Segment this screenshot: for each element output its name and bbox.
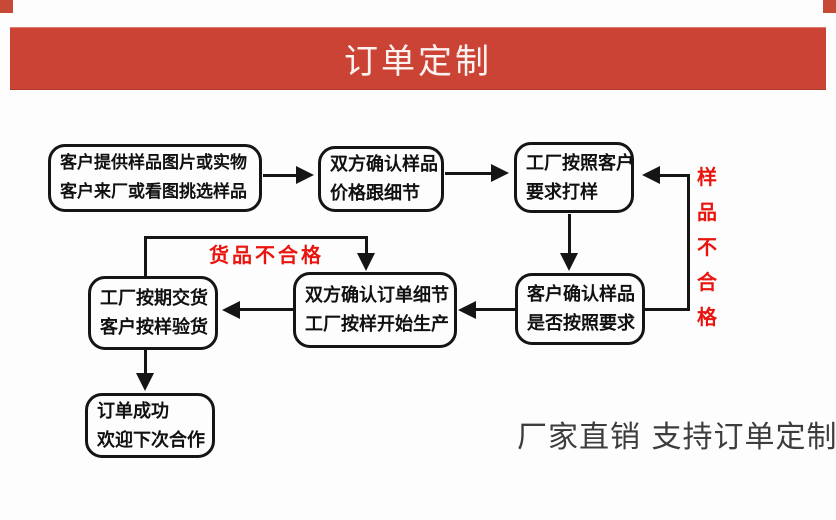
arrow-left-icon <box>222 301 240 319</box>
page-title: 订单定制 <box>344 42 492 82</box>
flow-node-order-success: 订单成功 欢迎下次合作 <box>85 393 215 458</box>
label-sample-not-qualified: 样品不合格 <box>697 165 717 329</box>
arrow-line <box>476 308 516 311</box>
feedback-line-goods <box>144 236 368 239</box>
arrow-down-icon <box>136 373 154 391</box>
node-line: 客户来厂或看图挑选样品 <box>60 182 247 202</box>
arrow-down-icon <box>357 253 375 271</box>
arrow-down-icon <box>560 253 578 271</box>
corner-mark-right <box>823 0 836 13</box>
flow-node-confirm-sample-price: 双方确认样品 价格跟细节 <box>318 146 444 212</box>
feedback-line-sample <box>660 174 690 177</box>
node-line: 客户按样验货 <box>100 317 208 338</box>
arrow-right-icon <box>296 166 314 184</box>
label-goods-not-qualified: 货品不合格 <box>209 243 324 267</box>
node-line: 是否按照要求 <box>527 313 635 334</box>
node-line: 工厂按期交货 <box>100 288 208 309</box>
node-line: 要求打样 <box>526 181 598 203</box>
corner-mark-left <box>0 0 13 13</box>
feedback-line-goods <box>144 236 147 276</box>
flow-node-delivery-inspection: 工厂按期交货 客户按样验货 <box>88 276 218 350</box>
title-banner: 订单定制 <box>10 27 826 90</box>
node-line: 欢迎下次合作 <box>97 429 205 451</box>
node-line: 双方确认订单细节 <box>305 285 449 306</box>
node-line: 客户确认样品 <box>527 284 635 305</box>
arrow-line <box>144 350 147 373</box>
node-line: 工厂按照客户 <box>526 152 634 174</box>
node-line: 工厂按样开始生产 <box>305 314 449 335</box>
node-line: 客户提供样品图片或实物 <box>60 153 247 173</box>
feedback-line-sample <box>687 174 690 311</box>
node-line: 双方确认样品 <box>330 154 438 175</box>
factory-slogan: 厂家直销 支持订单定制 <box>517 420 836 455</box>
feedback-line-sample <box>645 308 690 311</box>
flow-node-customer-confirm: 客户确认样品 是否按照要求 <box>515 273 645 345</box>
arrow-right-icon <box>491 164 509 182</box>
arrow-left-icon <box>642 166 660 184</box>
arrow-line <box>263 174 296 177</box>
arrow-left-icon <box>458 301 476 319</box>
feedback-line-goods <box>365 236 368 253</box>
node-line: 价格跟细节 <box>330 183 420 204</box>
arrow-line <box>445 172 491 175</box>
flow-node-order-production: 双方确认订单细节 工厂按样开始生产 <box>293 272 457 348</box>
arrow-line <box>568 214 571 253</box>
arrow-line <box>240 308 293 311</box>
flow-node-factory-proofing: 工厂按照客户 要求打样 <box>514 142 634 213</box>
node-line: 订单成功 <box>97 400 169 422</box>
flow-node-provide-sample: 客户提供样品图片或实物 客户来厂或看图挑选样品 <box>48 144 262 212</box>
